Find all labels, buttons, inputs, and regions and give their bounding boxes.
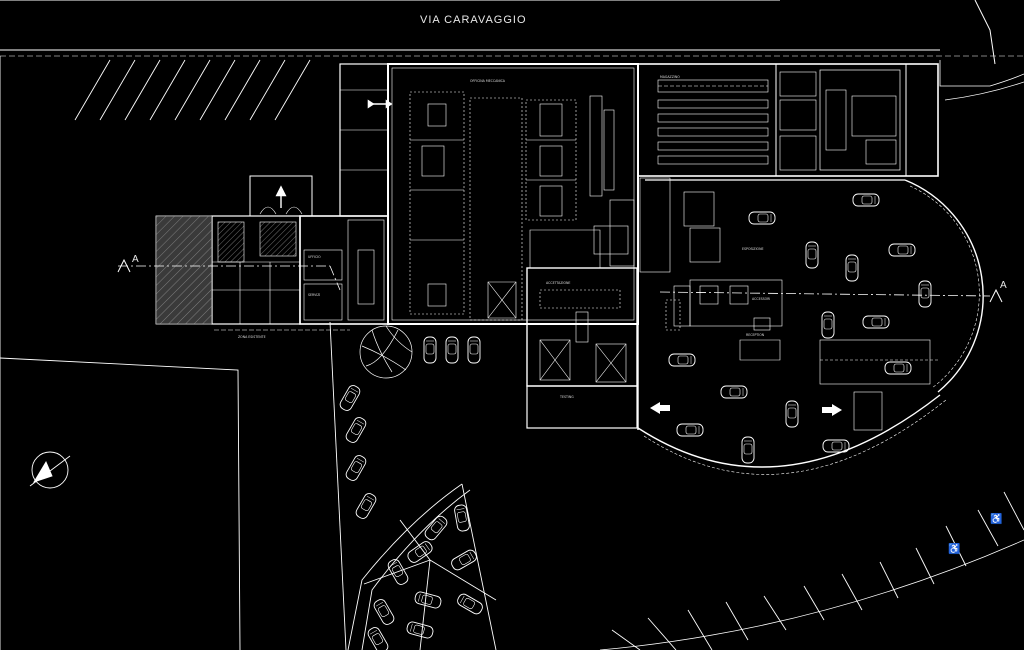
existing-building-fill xyxy=(156,216,212,324)
svg-text:OFFICINA MECCANICA: OFFICINA MECCANICA xyxy=(470,79,506,83)
svg-text:MAGAZZINO: MAGAZZINO xyxy=(660,75,680,79)
svg-text:UFFICIO: UFFICIO xyxy=(308,255,321,259)
street-name-label: VIA CARAVAGGIO xyxy=(420,14,527,26)
street-boundary xyxy=(0,0,1024,101)
site-boundary xyxy=(0,56,347,650)
cad-annotations: OFFICINA MECCANICA MAGAZZINO ESPOSIZIONE… xyxy=(238,75,770,399)
parking-stripes-top xyxy=(74,59,311,121)
showroom-interior xyxy=(665,191,940,431)
section-marker-left: A xyxy=(132,254,139,265)
svg-text:RECEPTION: RECEPTION xyxy=(746,333,765,337)
workshop-interior xyxy=(367,91,671,321)
entrance-arrows xyxy=(650,402,842,416)
svg-text:ACCESSORI: ACCESSORI xyxy=(752,297,770,301)
svg-text:♿: ♿ xyxy=(990,512,1002,525)
section-marker-right: A xyxy=(1000,280,1007,291)
stair-hatch xyxy=(217,221,245,263)
svg-text:SERVIZI: SERVIZI xyxy=(308,293,320,297)
core-hatch xyxy=(259,221,297,257)
fan-parking xyxy=(347,483,497,650)
north-arrow-icon xyxy=(29,451,71,489)
showroom-cars xyxy=(423,193,932,464)
building-walls xyxy=(211,63,984,475)
svg-text:TESTING: TESTING xyxy=(559,395,574,399)
outdoor-cars-left xyxy=(337,383,379,521)
svg-text:♿: ♿ xyxy=(948,542,960,555)
svg-text:ESPOSIZIONE: ESPOSIZIONE xyxy=(742,247,763,251)
svg-text:ZONA ESISTENTE: ZONA ESISTENTE xyxy=(238,335,266,339)
warehouse-racks xyxy=(657,71,897,171)
parking-stripes-bottom: ♿ ♿ xyxy=(599,491,1024,650)
ramp-rotunda xyxy=(359,325,413,379)
left-annex-rooms xyxy=(212,89,388,331)
lower-block-interior xyxy=(539,289,627,383)
svg-text:ACCETTAZIONE: ACCETTAZIONE xyxy=(546,281,570,285)
section-line xyxy=(117,258,1003,303)
